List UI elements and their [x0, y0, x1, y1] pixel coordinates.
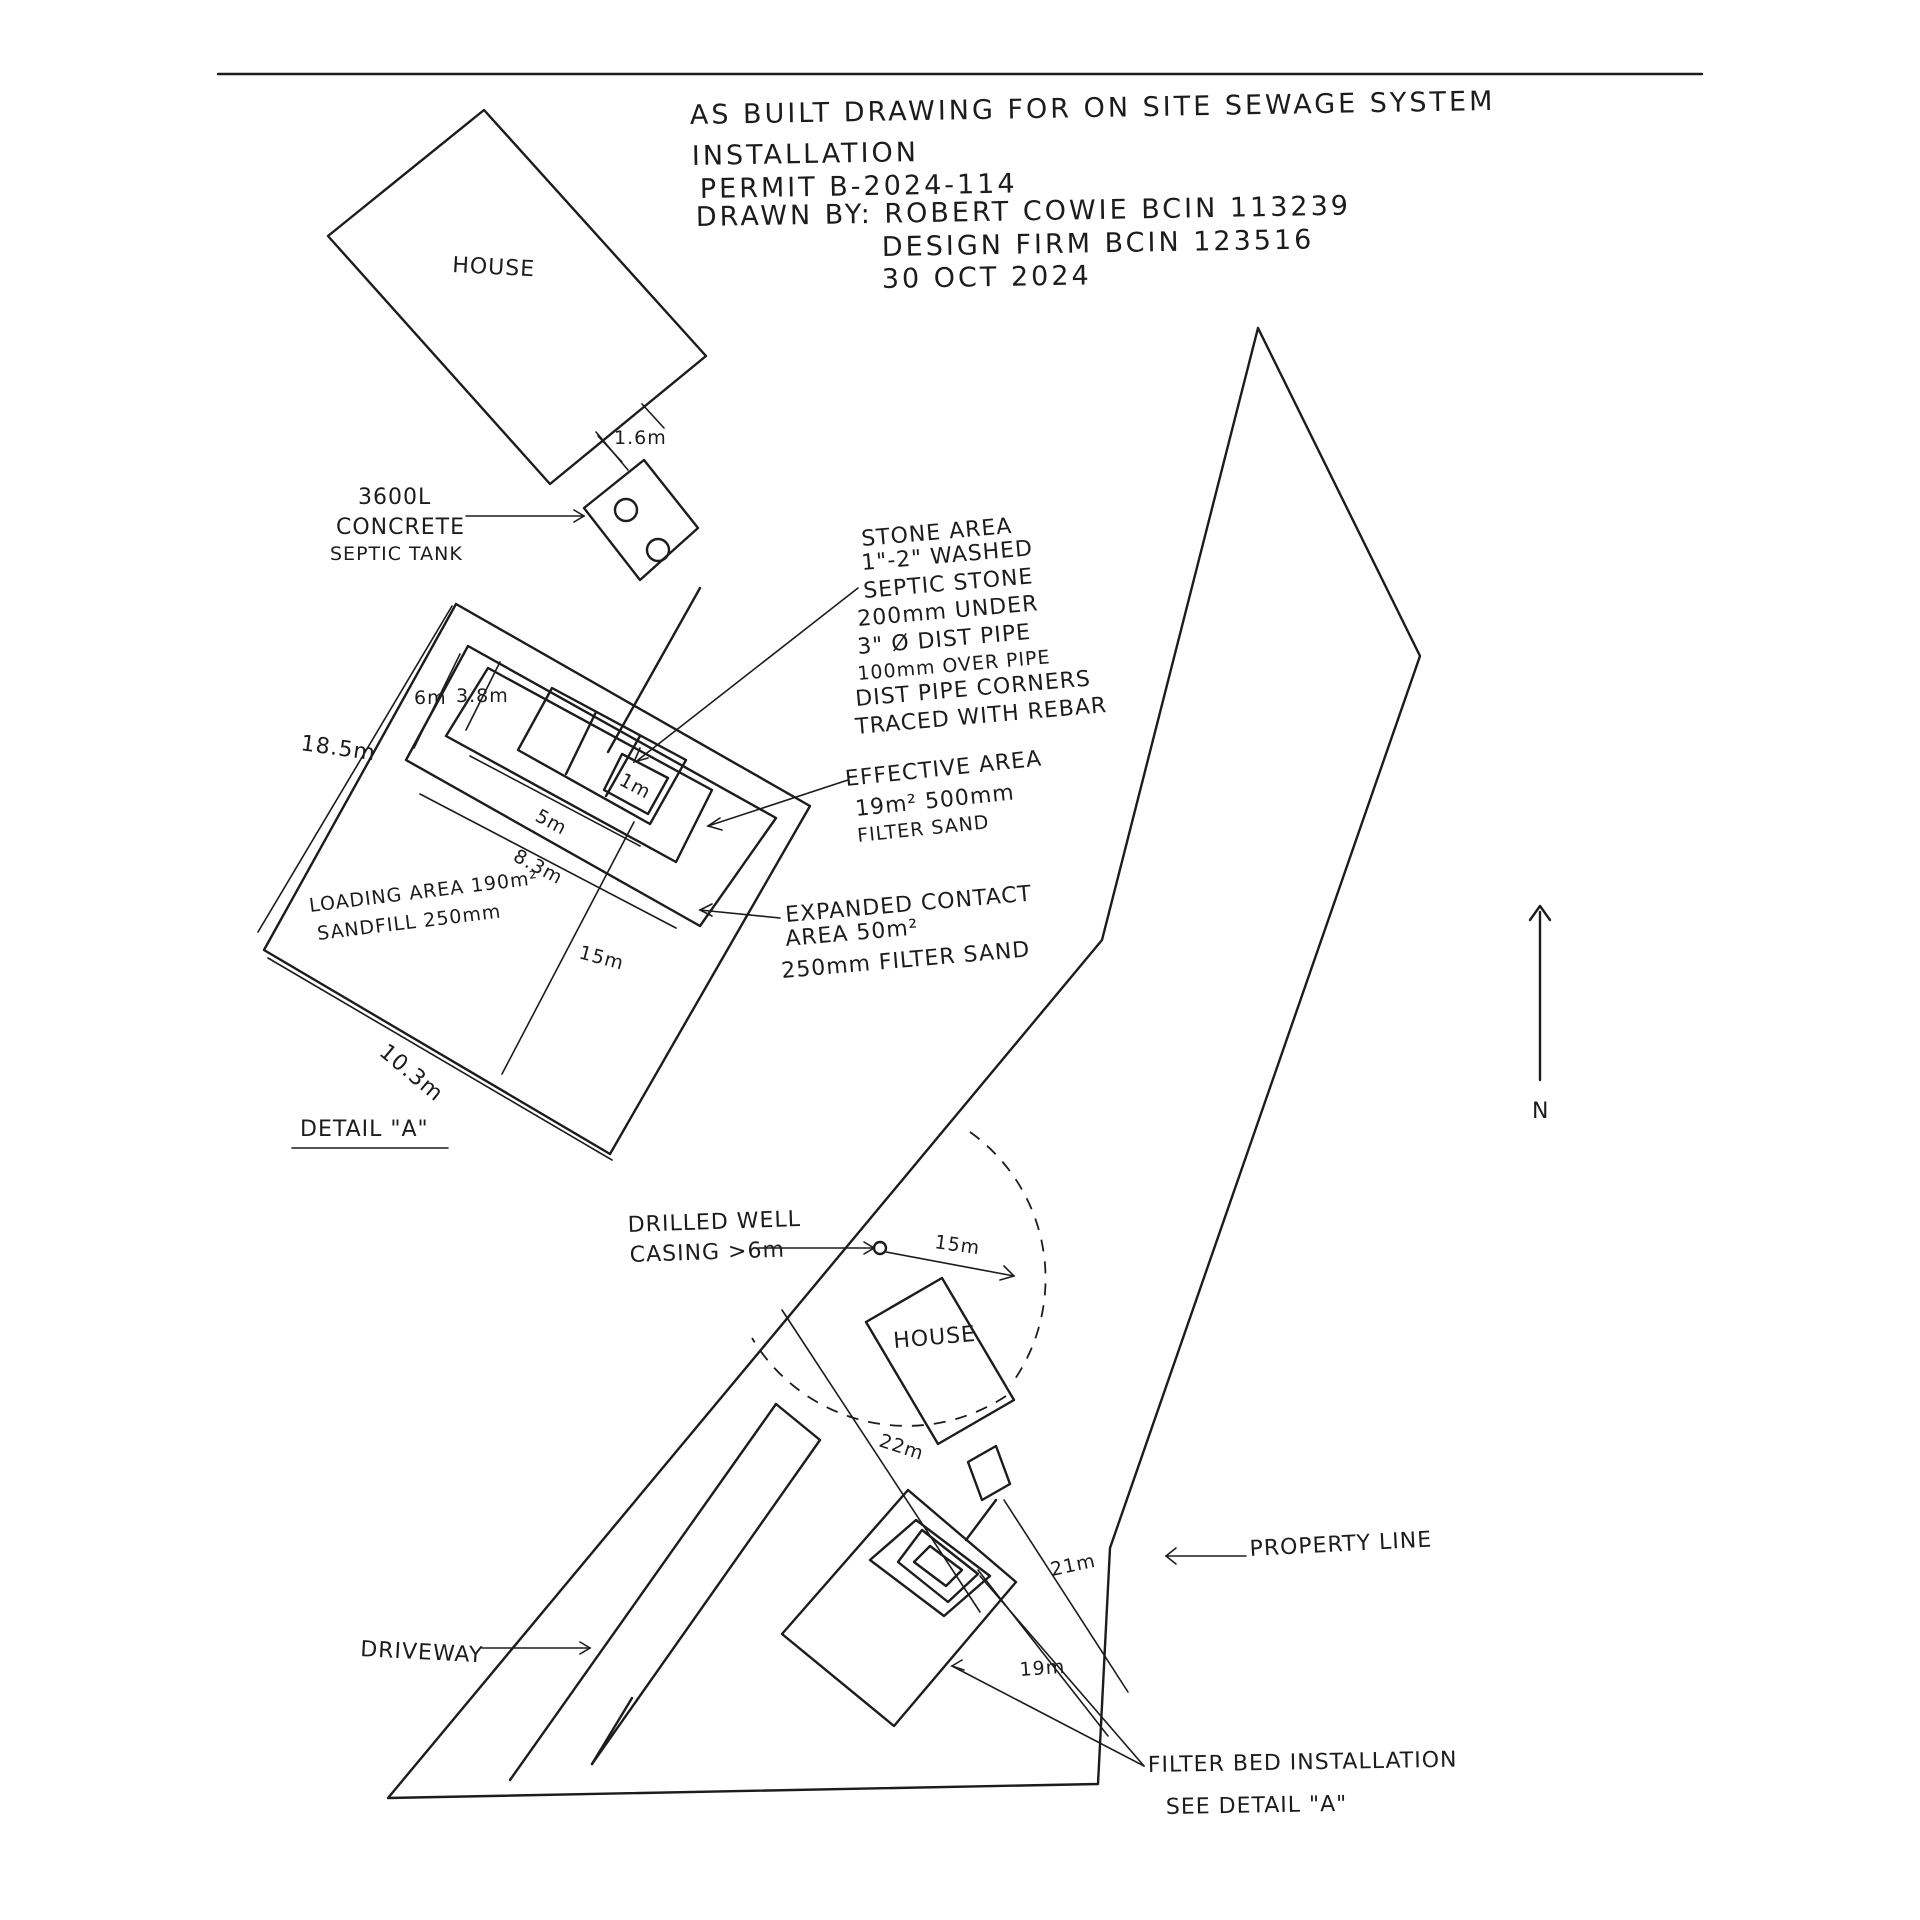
tank-leader-arrow: [573, 509, 586, 523]
title-line-1: AS BUILT DRAWING FOR ON SITE SEWAGE SYST…: [690, 86, 1496, 131]
detail-tank-port-2: [645, 537, 671, 563]
driveway-label: DRIVEWAY: [360, 1637, 484, 1668]
stone-div-2: [604, 734, 642, 798]
property-line-label: PROPERTY LINE: [1249, 1527, 1433, 1562]
dim-well-line: [885, 1251, 1015, 1277]
dim-18-5-line: [257, 605, 453, 933]
well-setback-radius: [751, 1131, 1047, 1427]
well-leader-arrow: [863, 1241, 876, 1255]
dim-15-label: 15m: [577, 942, 627, 975]
effective-leader-arrow: [706, 817, 723, 831]
dim-22-line: [781, 1309, 981, 1613]
property-line-leader-arrow: [1164, 1547, 1177, 1565]
expanded-leader: [699, 909, 781, 919]
dim-22-label: 22m: [876, 1430, 926, 1465]
detail-house-outline: [326, 108, 708, 486]
detail-tank-port-1: [613, 497, 639, 523]
dim-19-line: [977, 1569, 1109, 1737]
north-arrow: N: [1528, 904, 1552, 1124]
stone-div-1: [564, 710, 598, 776]
title-block: AS BUILT DRAWING FOR ON SITE SEWAGE SYST…: [690, 86, 1496, 295]
filter-bed-label-1: FILTER BED INSTALLATION: [1148, 1748, 1458, 1778]
dim-15-line: [501, 821, 635, 1075]
site-effective-area: [896, 1528, 980, 1604]
north-label: N: [1532, 1099, 1549, 1124]
site-outlet-pipe: [964, 1498, 998, 1542]
tank-label-line-3: SEPTIC TANK: [330, 543, 463, 565]
stone-leader-arrow: [632, 747, 649, 764]
dim-10-3-line: [267, 957, 613, 1161]
dim-6-label: 6m: [414, 687, 447, 709]
title-line-2: INSTALLATION: [692, 137, 920, 172]
site-expanded-area: [868, 1518, 992, 1618]
site-septic-tank: [966, 1444, 1012, 1502]
dim-5-line: [469, 755, 641, 847]
effective-area: [444, 666, 714, 864]
site-loading-area: [780, 1488, 1018, 1728]
driveway-inner-line: [590, 1696, 634, 1766]
dim-19-label: 19m: [1019, 1656, 1066, 1681]
north-arrow-head: [1528, 904, 1552, 922]
site-house-label: HOUSE: [892, 1322, 977, 1354]
drawing-date: 30 OCT 2024: [882, 260, 1092, 295]
dim-well-arrow: [999, 1265, 1016, 1281]
driveway-leader-arrow: [579, 1641, 592, 1655]
site-house-outline: [864, 1276, 1016, 1446]
dim-house-tank-label: 1.6m: [614, 427, 667, 449]
filter-bed-label-2: SEE DETAIL "A": [1166, 1792, 1348, 1820]
dim-house-tank-arrow: [595, 431, 629, 471]
stone-leader: [637, 587, 859, 761]
property-line: [386, 326, 1422, 1800]
tank-label-line-1: 3600L: [358, 485, 431, 510]
effective-leader: [707, 779, 849, 827]
dim-21-label: 21m: [1048, 1550, 1097, 1581]
dim-6-line: [413, 653, 461, 749]
expanded-leader-arrow: [698, 903, 713, 917]
stone-area: [516, 686, 688, 826]
dim-well-label: 15m: [933, 1231, 981, 1259]
well-label-line-1: DRILLED WELL: [627, 1207, 801, 1238]
dim-10-3-label: 10.3m: [374, 1039, 448, 1107]
detail-a-caption: DETAIL "A": [300, 1117, 429, 1142]
dim-21-line: [1003, 1499, 1129, 1693]
loading-area-outline: [262, 602, 812, 1156]
permit-number: PERMIT B-2024-114: [700, 168, 1018, 205]
stone-1m-cell: [602, 752, 670, 816]
filter-bed-leader-1: [979, 1575, 1145, 1767]
site-stone-area: [912, 1544, 964, 1588]
filter-bed-leader-arrow: [950, 1659, 965, 1671]
tank-label-line-2: CONCRETE: [336, 515, 465, 540]
design-firm: DESIGN FIRM BCIN 123516: [882, 224, 1315, 263]
filter-bed-leader-2: [951, 1665, 1145, 1767]
well-label-line-2: CASING >6m: [629, 1238, 785, 1268]
detail-house-label: HOUSE: [452, 253, 536, 282]
drilled-well: [872, 1240, 888, 1256]
dim-18-5-label: 18.5m: [299, 731, 377, 766]
detail-septic-tank: [582, 458, 700, 582]
dim-8-3-line: [419, 793, 677, 929]
dim-house-tank-2: [641, 403, 665, 429]
driveway-outline: [508, 1402, 822, 1782]
detail-outlet-pipe: [606, 586, 702, 754]
dim-3-8-label: 3.8m: [456, 685, 509, 707]
dim-3-8-line: [465, 661, 501, 731]
